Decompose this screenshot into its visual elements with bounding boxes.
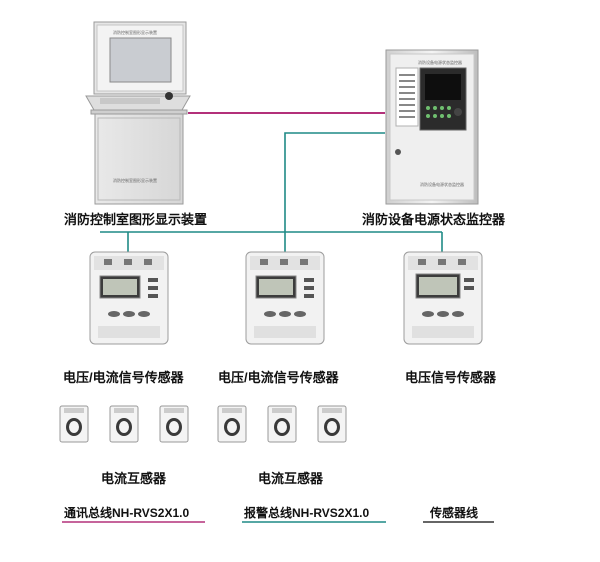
sensor-module-3 [403,251,483,345]
ct-1 [59,405,89,443]
alarm-bus-wire [100,132,443,252]
ct-3 [159,405,189,443]
power-status-monitor: 消防设备电源状态监控器 消防设备电源状态监控器 [385,49,479,205]
ct-2 [109,405,139,443]
sensor-module-1 [89,251,169,345]
sensor-vc-2-label: 电压/电流信号传感器 [218,370,339,385]
graphic-display-cabinet: 消防控制室图形显示装置 消防控制室图形显示装置 [85,21,191,205]
current-transformers-group-2 [217,405,347,443]
sensor-vc-1-label: 电压/电流信号传感器 [63,370,184,385]
svg-text:消防设备电源状态监控器: 消防设备电源状态监控器 [418,59,462,65]
monitor-label: 消防设备电源状态监控器 [362,212,506,227]
svg-text:消防控制室图形显示装置: 消防控制室图形显示装置 [113,177,157,183]
ct-group-1-label: 电流互感器 [101,471,167,486]
sensor-module-2 [245,251,325,345]
svg-text:消防设备电源状态监控器: 消防设备电源状态监控器 [420,181,464,187]
legend-sensor-wire: 传感器线 [430,506,479,520]
sensor-v-label: 电压信号传感器 [405,370,497,385]
current-transformers-group-1 [59,405,189,443]
ct-5 [267,405,297,443]
legend-comm-bus: 通讯总线NH-RVS2X1.0 [64,506,190,520]
svg-text:消防控制室图形显示装置: 消防控制室图形显示装置 [113,29,157,35]
ct-group-2-label: 电流互感器 [258,471,324,486]
ct-6 [317,405,347,443]
ct-4 [217,405,247,443]
display-label: 消防控制室图形显示装置 [64,212,208,227]
legend-alarm-bus: 报警总线NH-RVS2X1.0 [244,506,370,520]
